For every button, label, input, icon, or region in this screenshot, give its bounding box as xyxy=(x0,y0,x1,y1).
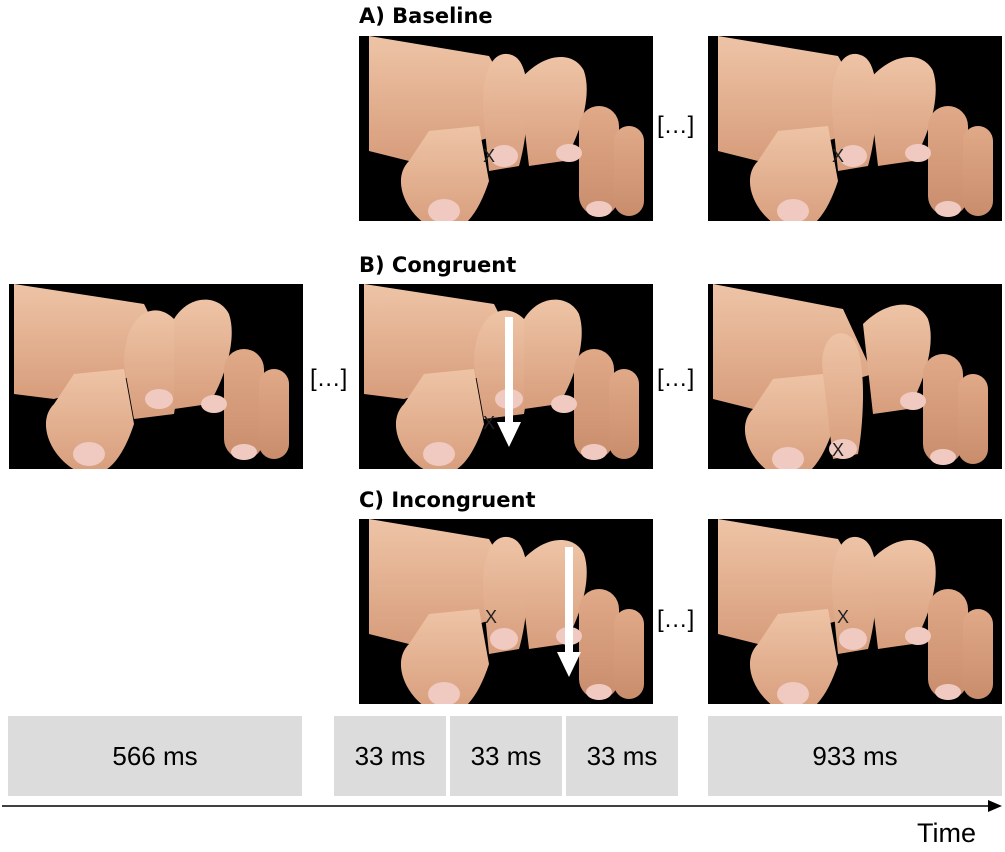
ellipsis-incongruent: […] xyxy=(657,606,694,634)
start-hand-image xyxy=(9,284,303,469)
ellipsis-congruent: […] xyxy=(657,365,694,393)
target-x-marker: X xyxy=(485,607,497,627)
duration-end: 933 ms xyxy=(708,716,1002,796)
target-x-marker: X xyxy=(832,146,844,166)
duration-frame3: 33 ms xyxy=(566,716,678,796)
duration-start: 566 ms xyxy=(8,716,302,796)
incongruent-label: C) Incongruent xyxy=(359,488,535,512)
baseline-label: A) Baseline xyxy=(359,4,493,28)
congruent-label: B) Congruent xyxy=(359,253,516,277)
incongruent-end-image: X xyxy=(708,519,1002,704)
ellipsis-baseline: […] xyxy=(657,112,694,140)
target-x-marker: X xyxy=(483,413,495,433)
ellipsis-start: […] xyxy=(310,365,347,393)
time-axis-label: Time xyxy=(917,818,976,849)
target-x-marker: X xyxy=(832,440,844,460)
target-x-marker: X xyxy=(483,146,495,166)
duration-frame1-label: 33 ms xyxy=(355,741,426,772)
duration-frame2: 33 ms xyxy=(450,716,562,796)
baseline-stim-image: X xyxy=(359,36,653,221)
duration-start-label: 566 ms xyxy=(112,741,197,772)
target-x-marker: X xyxy=(837,607,849,627)
duration-frame1: 33 ms xyxy=(334,716,446,796)
congruent-stim-image: X xyxy=(359,284,653,469)
duration-end-label: 933 ms xyxy=(812,741,897,772)
time-axis-arrow xyxy=(0,798,1005,814)
baseline-end-image: X xyxy=(708,36,1002,221)
incongruent-stim-image: X xyxy=(359,519,653,704)
congruent-end-image: X xyxy=(708,284,1002,469)
duration-frame2-label: 33 ms xyxy=(471,741,542,772)
duration-frame3-label: 33 ms xyxy=(587,741,658,772)
